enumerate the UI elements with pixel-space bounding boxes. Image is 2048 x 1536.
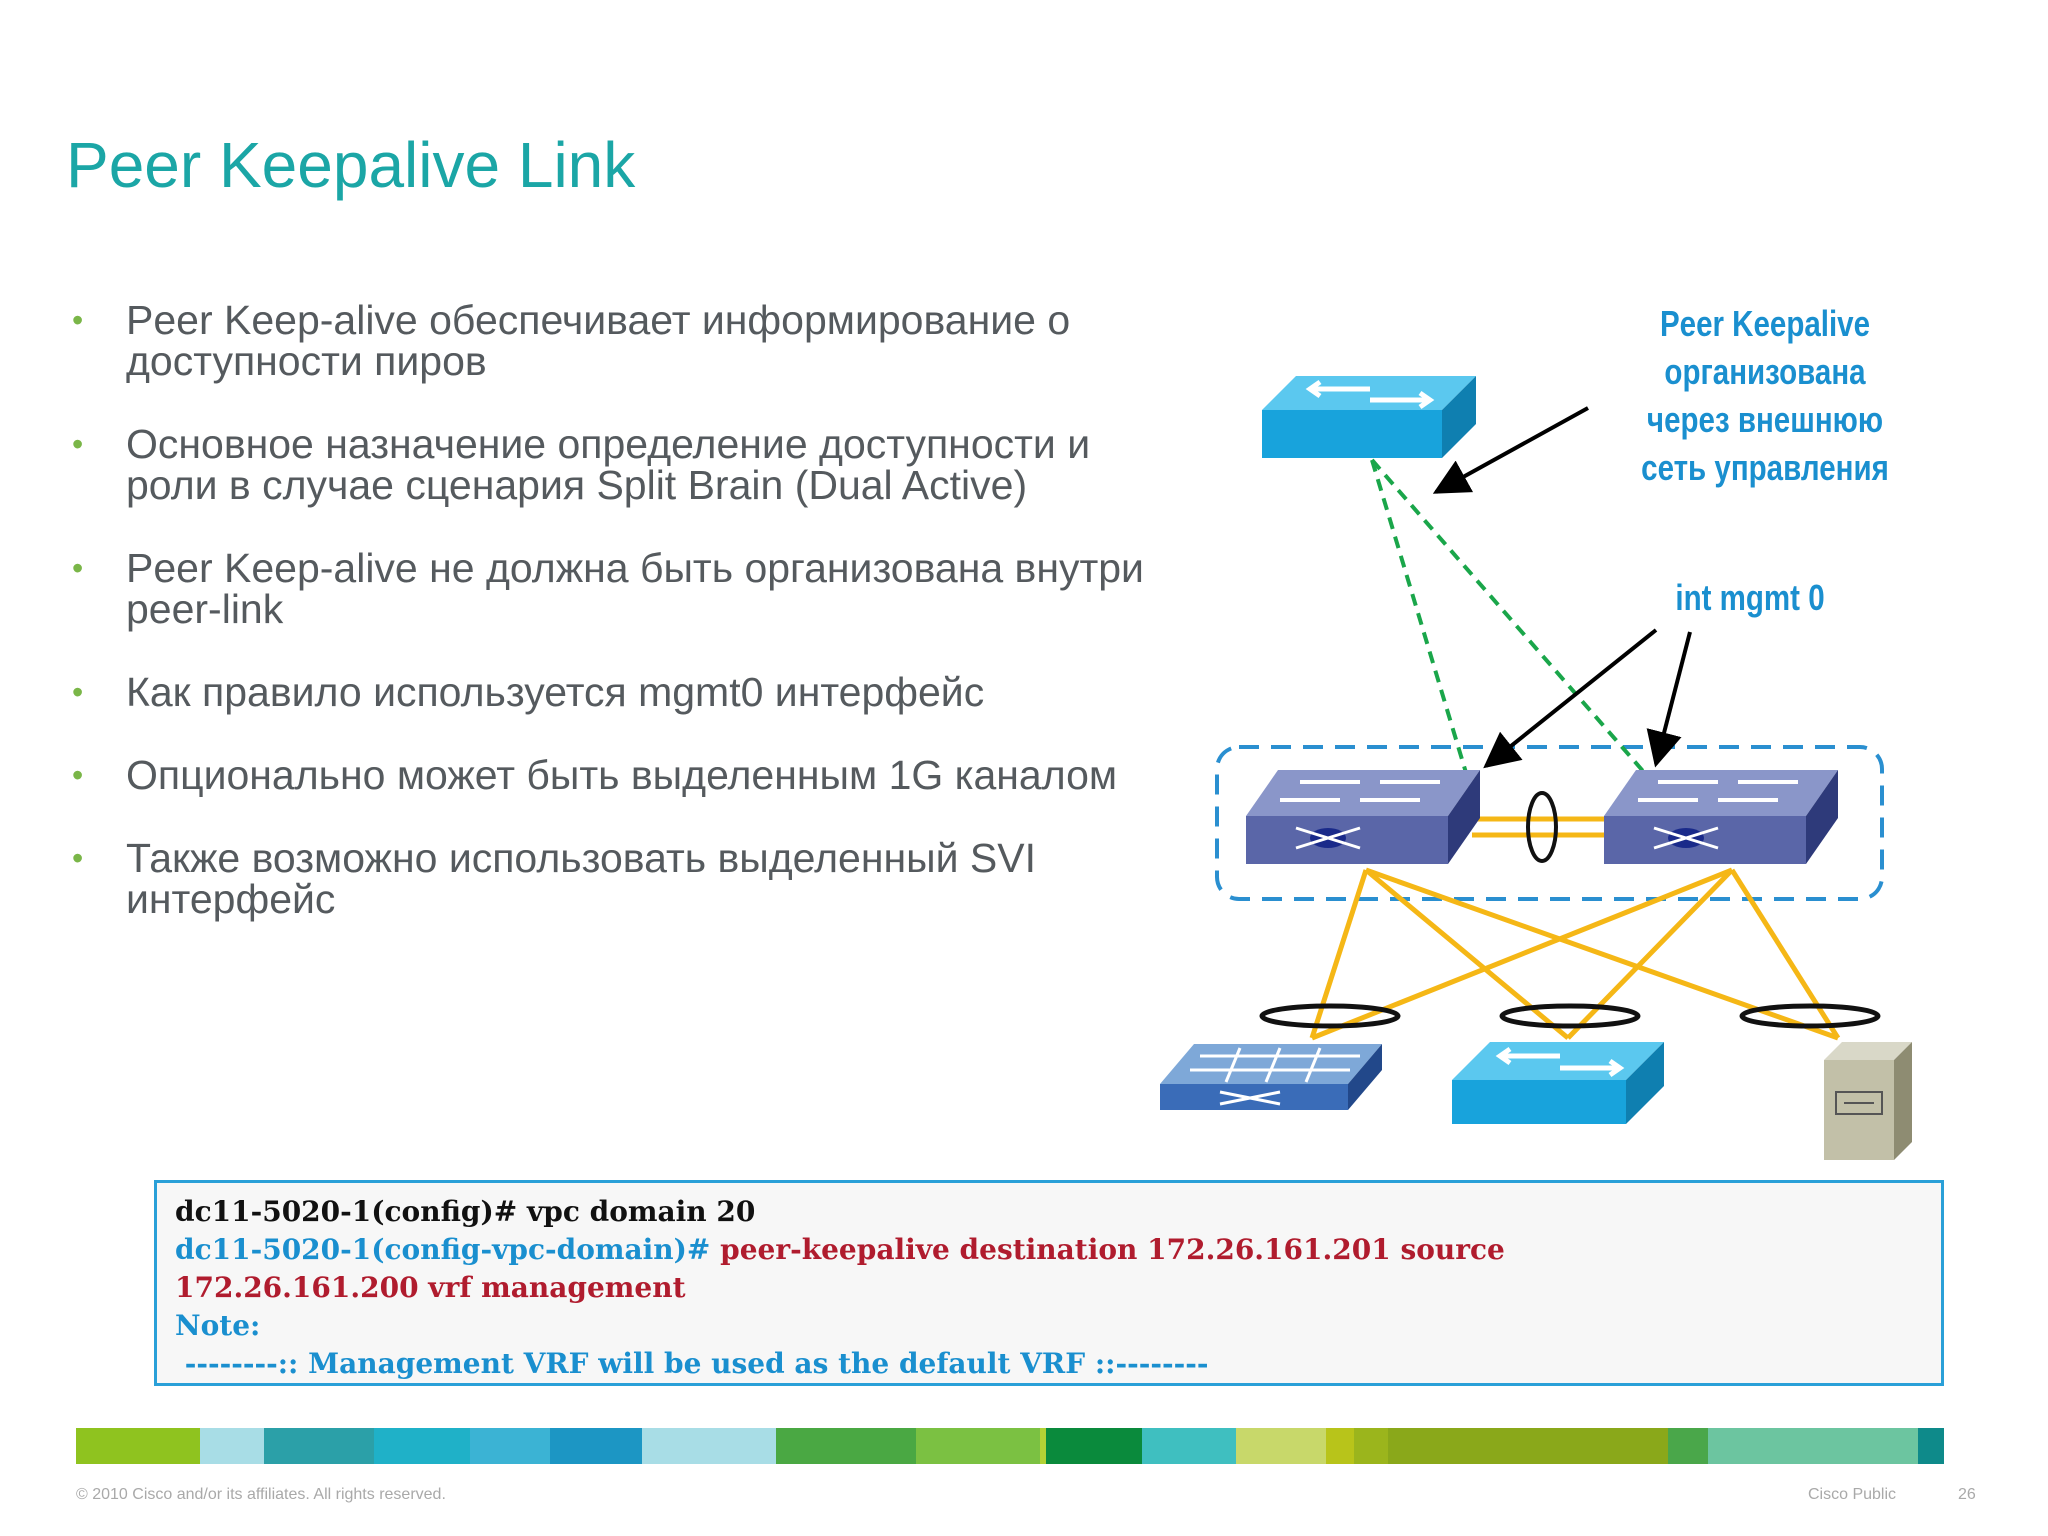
stripe-segment: [550, 1428, 642, 1464]
bullet-text: Peer Keep-alive не должна быть организов…: [126, 545, 1144, 632]
stripe-segment: [1142, 1428, 1236, 1464]
bullet-item: • Peer Keep-alive не должна быть организо…: [70, 548, 1160, 630]
access-switch-icon: [1160, 1044, 1382, 1110]
bullet-item: • Peer Keep-alive обеспечивает информиров…: [70, 300, 1160, 382]
peer-link-bundle: [1526, 791, 1558, 863]
bullet-item: • Как правило используется mgmt0 интерфей…: [70, 672, 1160, 713]
stripe-segment: [1354, 1428, 1388, 1464]
cli-note-text: --------:: Management VRF will be used a…: [175, 1347, 1209, 1380]
stripe-segment: [916, 1428, 1040, 1464]
cli-line: dc11-5020-1(config)# vpc domain 20: [175, 1195, 756, 1228]
classification-label: Cisco Public: [1808, 1486, 1897, 1503]
decorative-color-stripe: [76, 1428, 1974, 1464]
cli-note-label: Note:: [175, 1309, 261, 1342]
stripe-segment: [776, 1428, 916, 1464]
stripe-segment: [200, 1428, 264, 1464]
cli-line: dc11-5020-1(config-vpc-domain)# peer-kee…: [175, 1231, 1923, 1269]
bullet-dot-icon: •: [72, 757, 84, 793]
bullet-text: Также возможно использовать выделенный S…: [126, 835, 1036, 922]
keepalive-callout-line: сеть управления: [1641, 447, 1889, 488]
stripe-segment: [1326, 1428, 1354, 1464]
bullet-item: • Основное назначение определение доступн…: [70, 424, 1160, 506]
keepalive-callout-line: Peer Keepalive: [1659, 303, 1871, 344]
stripe-segment: [1046, 1428, 1142, 1464]
stripe-segment: [470, 1428, 550, 1464]
bullet-text: Опционально может быть выделенным 1G кан…: [126, 752, 1118, 798]
bullet-dot-icon: •: [72, 426, 84, 462]
bullet-text: Peer Keep-alive обеспечивает информирова…: [126, 297, 1071, 384]
bullet-dot-icon: •: [72, 302, 84, 338]
bullet-dot-icon: •: [72, 674, 84, 710]
keepalive-lines: [1370, 458, 1658, 788]
bullet-list: • Peer Keep-alive обеспечивает информиров…: [70, 300, 1160, 962]
keepalive-callout-line: через внешнюю: [1646, 399, 1884, 440]
bullet-text: Основное назначение определение доступно…: [126, 421, 1091, 508]
stripe-segment: [1918, 1428, 1944, 1464]
stripe-segment: [1388, 1428, 1668, 1464]
bullet-dot-icon: •: [72, 550, 84, 586]
stripe-segment: [1708, 1428, 1918, 1464]
mgmt-callout: int mgmt 0: [1675, 577, 1825, 618]
stripe-segment: [264, 1428, 374, 1464]
keepalive-callout: Peer Keepalive организована через внешню…: [1597, 300, 1933, 492]
bullet-text: Как правило используется mgmt0 интерфейс: [126, 669, 985, 715]
mgmt-switch-icon: [1262, 376, 1476, 458]
stripe-segment: [76, 1428, 200, 1464]
callout-arrows: [1432, 406, 1692, 769]
cli-line: 172.26.161.200 vrf management: [175, 1271, 686, 1304]
bullet-item: • Также возможно использовать выделенный …: [70, 838, 1160, 920]
workgroup-switch-icon: [1452, 1042, 1664, 1124]
page-title: Peer Keepalive Link: [66, 129, 636, 201]
page-number: 26: [1958, 1486, 1976, 1503]
stripe-segment: [1040, 1428, 1046, 1464]
keepalive-callout-line: организована: [1664, 351, 1866, 392]
stripe-segment: [642, 1428, 776, 1464]
nexus-switch-left-icon: [1246, 770, 1480, 864]
stripe-segment: [374, 1428, 470, 1464]
nexus-switch-right-icon: [1604, 770, 1838, 864]
stripe-segment: [1668, 1428, 1708, 1464]
server-icon: [1824, 1042, 1912, 1160]
copyright-text: © 2010 Cisco and/or its affiliates. All …: [76, 1486, 446, 1503]
cli-prompt: dc11-5020-1(config-vpc-domain)#: [175, 1233, 721, 1266]
bullet-dot-icon: •: [72, 840, 84, 876]
cli-command: peer-keepalive destination 172.26.161.20…: [720, 1233, 1505, 1266]
cli-config-box: dc11-5020-1(config)# vpc domain 20 dc11-…: [154, 1180, 1944, 1386]
stripe-segment: [1236, 1428, 1326, 1464]
bullet-item: • Опционально может быть выделенным 1G ка…: [70, 755, 1160, 796]
port-channel-bundles: [1259, 1003, 1881, 1029]
vpc-domain-boundary: [1215, 745, 1884, 901]
